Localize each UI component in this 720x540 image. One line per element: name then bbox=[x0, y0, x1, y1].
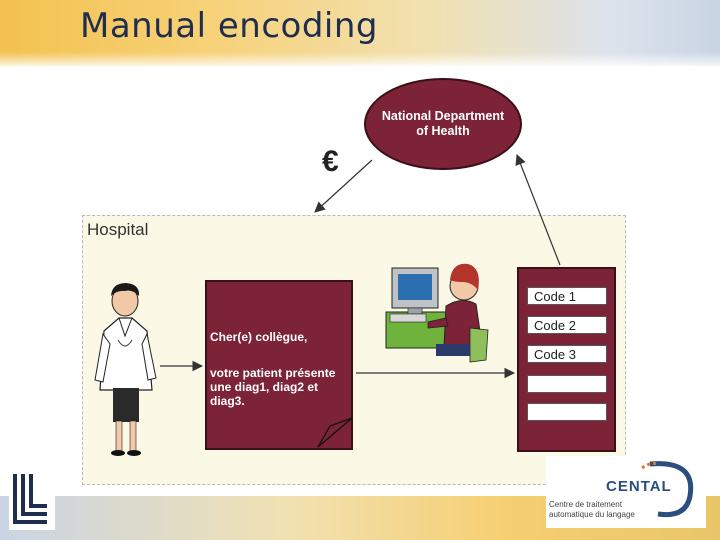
arrow-ndh-to-hospital bbox=[314, 159, 373, 213]
cental-swoosh-icon bbox=[649, 461, 694, 518]
doctor-letter: Cher(e) collègue, votre patient présente… bbox=[205, 280, 353, 450]
cental-subtitle-line1: Centre de traitement bbox=[549, 500, 622, 509]
code-field-4 bbox=[527, 375, 607, 393]
letter-body-line1: votre patient présente bbox=[210, 366, 336, 380]
cental-logo: CENTAL Centre de traitement automatique … bbox=[546, 456, 706, 528]
letter-fold-corner bbox=[317, 417, 353, 448]
clerk-at-computer-icon bbox=[385, 263, 489, 363]
hospital-label: Hospital bbox=[87, 220, 149, 239]
code-form: Code 1 Code 2 Code 3 bbox=[517, 267, 616, 452]
ndh-label-line2: of Health bbox=[416, 124, 470, 138]
code-field-2: Code 2 bbox=[527, 316, 607, 334]
university-logo-icon bbox=[9, 468, 55, 530]
letter-greeting: Cher(e) collègue, bbox=[210, 330, 308, 344]
code-field-3: Code 3 bbox=[527, 345, 607, 363]
header-band bbox=[0, 0, 720, 66]
cental-subtitle-line2: automatique du langage bbox=[549, 510, 635, 519]
doctor-icon bbox=[94, 283, 157, 456]
ndh-label-line1: National Department bbox=[381, 109, 505, 123]
page-title: Manual encoding bbox=[80, 6, 378, 46]
cental-name: CENTAL bbox=[606, 478, 672, 495]
arrow-codes-to-ndh bbox=[515, 153, 561, 266]
code-field-5 bbox=[527, 403, 607, 421]
letter-body-line2: une diag1, diag2 et diag3. bbox=[210, 380, 319, 408]
code-field-1: Code 1 bbox=[527, 287, 607, 305]
euro-symbol: € bbox=[322, 145, 339, 178]
national-department-of-health: National Department of Health bbox=[364, 78, 522, 170]
